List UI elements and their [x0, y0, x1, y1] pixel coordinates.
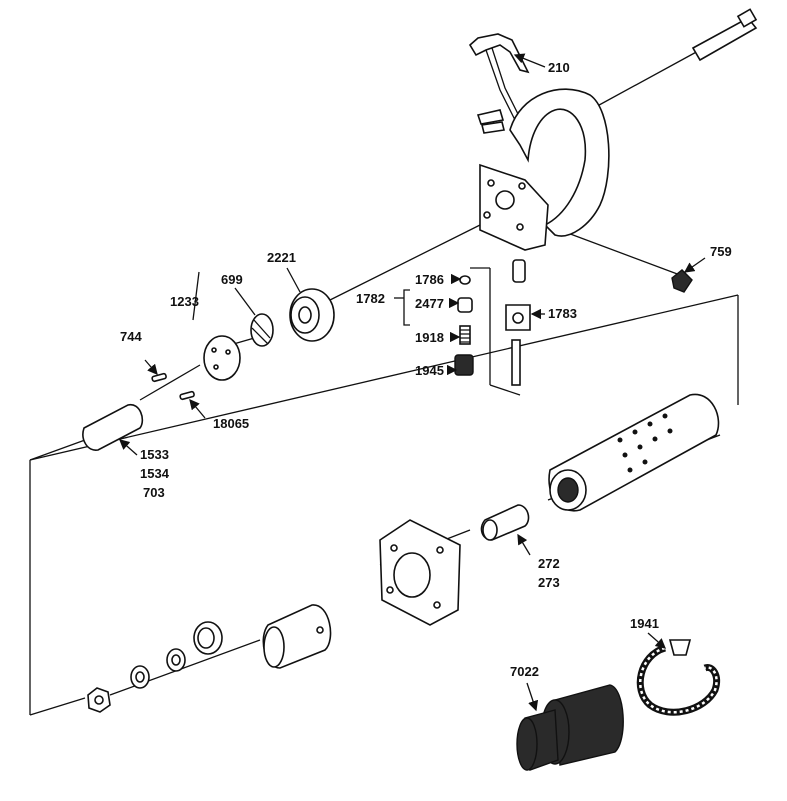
part-small-washer [166, 648, 186, 672]
label-1782: 1782 [356, 291, 385, 306]
label-2477: 2477 [415, 296, 444, 311]
label-1534: 1534 [140, 466, 170, 481]
label-744: 744 [120, 329, 142, 344]
part-labels: 210 759 2221 699 1233 744 18065 1533 153… [120, 60, 732, 679]
label-759: 759 [710, 244, 732, 259]
part-1783-throttle-bushing [505, 259, 531, 386]
label-1783: 1783 [548, 306, 577, 321]
part-759-plug [671, 269, 693, 293]
part-272-sleeve [480, 504, 530, 541]
part-flat-washer [130, 665, 150, 689]
part-210-trigger-lever [468, 33, 530, 121]
part-1533-cylinder [82, 403, 144, 451]
part-handle-housing [476, 88, 610, 251]
part-square-flange [379, 519, 461, 626]
part-ring-washer [193, 621, 223, 655]
part-7022-socket [516, 684, 624, 771]
leader-arrows [119, 53, 706, 712]
label-1533: 1533 [140, 447, 169, 462]
label-18065: 18065 [213, 416, 249, 431]
label-1786: 1786 [415, 272, 444, 287]
label-7022: 7022 [510, 664, 539, 679]
part-2477-valve [457, 297, 473, 313]
label-1918: 1918 [415, 330, 444, 345]
part-1233-end-plate [203, 335, 241, 381]
part-motor-housing [548, 393, 720, 512]
part-744-pin [151, 372, 167, 383]
label-210: 210 [548, 60, 570, 75]
part-hex-nut [87, 687, 111, 713]
label-2221: 2221 [267, 250, 296, 265]
part-1918-spring [459, 325, 471, 345]
label-703: 703 [143, 485, 165, 500]
label-272: 272 [538, 556, 560, 571]
part-1786-o-ring [459, 275, 471, 285]
label-1941: 1941 [630, 616, 659, 631]
part-699-plate [250, 313, 274, 347]
label-1233: 1233 [170, 294, 199, 309]
part-through-bolt [691, 8, 758, 62]
label-699: 699 [221, 272, 243, 287]
label-1945: 1945 [415, 363, 444, 378]
part-18065-pin [179, 390, 195, 401]
part-bushing [262, 604, 332, 669]
part-1941-retaining-ring [636, 639, 721, 716]
label-273: 273 [538, 575, 560, 590]
part-2221-bearing [289, 288, 335, 342]
part-1945-seat [454, 354, 474, 376]
